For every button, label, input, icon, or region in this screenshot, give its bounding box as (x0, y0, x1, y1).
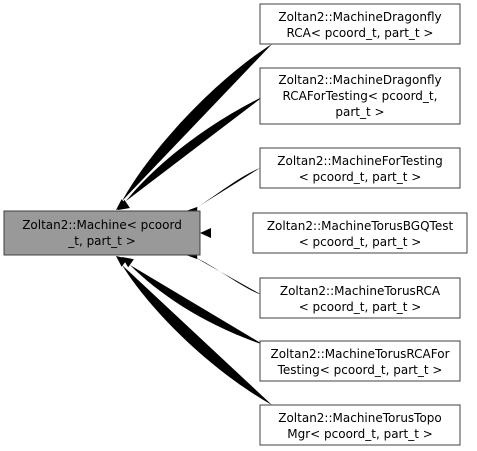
derived-class-label-line: Zoltan2::MachineTorusBGQTest (267, 219, 454, 233)
inheritance-edge (130, 265, 264, 345)
base-class-label-line-1: Zoltan2::Machine< pcoord (22, 218, 182, 232)
derived-class-label-line: RCA< pcoord_t, part_t > (287, 26, 434, 40)
inheritance-edge (196, 258, 262, 295)
derived-class-label-line: RCAForTesting< pcoord_t, (283, 89, 438, 103)
derived-class-label-line: Zoltan2::MachineTorusTopo (278, 411, 442, 425)
derived-class-label-line: Mgr< pcoord_t, part_t > (287, 427, 433, 441)
inheritance-arrowhead (200, 228, 211, 238)
derived-class-label-line: Zoltan2::MachineDragonfly (278, 10, 441, 24)
derived-class-label-line: < pcoord_t, part_t > (299, 170, 422, 184)
derived-class-node-torus-bgq-test[interactable]: Zoltan2::MachineTorusBGQTest < pcoord_t,… (252, 212, 468, 254)
derived-class-label-line: Zoltan2::MachineTorusRCA (280, 284, 441, 298)
base-class-label-line-2: _t, part_t > (67, 234, 136, 248)
derived-class-node-torus-rca[interactable]: Zoltan2::MachineTorusRCA < pcoord_t, par… (259, 277, 461, 319)
derived-class-node-dragonfly-rca[interactable]: Zoltan2::MachineDragonfly RCA< pcoord_t,… (259, 3, 461, 45)
derived-class-label-line: part_t > (335, 105, 384, 119)
base-class-node[interactable]: Zoltan2::Machine< pcoord _t, part_t > (3, 210, 201, 256)
inheritance-edge (196, 168, 260, 208)
derived-class-node-torus-topo-mgr[interactable]: Zoltan2::MachineTorusTopo Mgr< pcoord_t,… (259, 404, 461, 446)
derived-class-label-line: < pcoord_t, part_t > (299, 235, 422, 249)
derived-class-label-line: Testing< pcoord_t, part_t > (277, 363, 443, 377)
inheritance-edge (122, 44, 272, 201)
derived-class-label-line: Zoltan2::MachineTorusRCAFor (270, 347, 449, 361)
derived-class-node-for-testing[interactable]: Zoltan2::MachineForTesting < pcoord_t, p… (259, 147, 461, 189)
derived-class-label-line: Zoltan2::MachineForTesting (277, 154, 442, 168)
inheritance-arrowhead (116, 256, 128, 267)
derived-class-label-line: < pcoord_t, part_t > (299, 300, 422, 314)
inheritance-edges (116, 44, 272, 405)
derived-class-node-dragonfly-rca-for-testing[interactable]: Zoltan2::MachineDragonfly RCAForTesting<… (259, 67, 461, 125)
inheritance-edge (122, 265, 272, 405)
derived-class-label-line: Zoltan2::MachineDragonfly (278, 73, 441, 87)
inheritance-edge (126, 96, 264, 201)
inheritance-arrowhead (118, 199, 130, 210)
derived-class-node-torus-rca-for-testing[interactable]: Zoltan2::MachineTorusRCAFor Testing< pco… (259, 340, 461, 382)
